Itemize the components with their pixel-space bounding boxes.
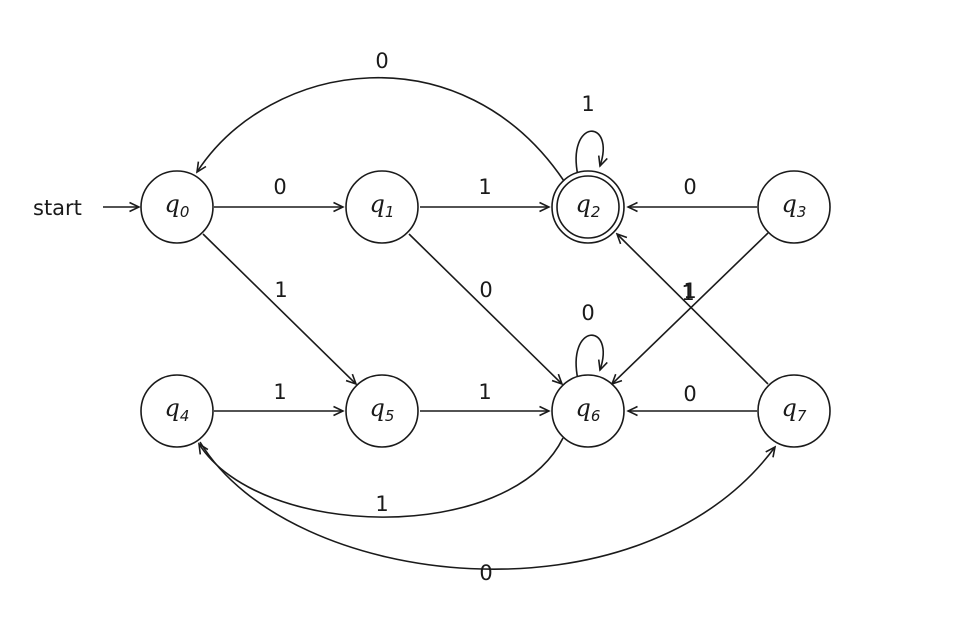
state-q1: q1 [345,170,419,244]
transition-label: 1 [375,492,388,516]
state-q6: q6 [551,374,625,448]
state-circle [345,170,419,244]
transition-q3-q2: 0 [628,175,757,207]
transition-q2-q2: 1 [575,92,603,177]
transition-q0-q5: 1 [202,233,356,384]
state-label: q6 [576,394,601,425]
transition-label: 0 [479,561,492,585]
transition-label: 0 [581,301,594,325]
state-label: q4 [165,394,190,425]
transition-label: 0 [273,175,286,199]
transition-q4-q7: 0 [199,441,775,585]
state-q5: q5 [345,374,419,448]
state-q0: q0 [140,170,214,244]
state-q4: q4 [140,374,214,448]
state-label: q2 [576,190,601,221]
transition-label: 0 [375,49,388,73]
state-label: q5 [370,394,395,425]
state-circle [140,170,214,244]
transition-arrow [202,233,356,384]
state-circle [757,170,831,244]
transition-arrow [199,441,775,570]
transition-q7-q2: 1 [617,234,769,385]
transition-arrow [197,76,565,182]
transition-q5-q6: 1 [420,380,549,411]
state-q2: q2 [551,170,625,244]
transition-arrow [575,334,603,381]
transition-q4-q5: 1 [214,380,343,411]
transition-label: 1 [581,92,594,116]
transition-label: 1 [274,278,287,302]
transition-label: 1 [478,380,491,404]
transition-q3-q6: 1 [612,232,769,384]
transition-q0-q1: 0 [214,175,343,207]
transition-q1-q2: 1 [420,175,549,207]
state-q3: q3 [757,170,831,244]
state-circle [551,374,625,448]
state-label: q7 [782,394,807,425]
transition-label: 0 [683,382,696,406]
state-circle [551,170,625,244]
state-label: q1 [370,190,395,221]
state-circle [757,374,831,448]
start-label: start [33,196,82,220]
state-label: q3 [782,190,807,221]
transition-label: 1 [478,175,491,199]
transition-arrow [575,130,603,177]
transition-label: 0 [479,278,492,302]
transition-label: 1 [273,380,286,404]
transition-arrow [408,233,562,384]
transition-label: 0 [683,175,696,199]
accepting-ring [556,175,620,239]
state-q7: q7 [757,374,831,448]
transition-label: 1 [683,279,696,303]
transition-q7-q6: 0 [628,382,757,411]
transition-q2-q0: 0 [197,49,565,182]
transition-q6-q6: 0 [575,301,603,381]
transition-q1-q6: 0 [408,233,562,384]
transition-arrow [612,232,769,384]
transition-arrow [199,437,564,518]
state-circle [140,374,214,448]
state-circle [345,374,419,448]
transition-label: 1 [681,281,694,305]
state-label: q0 [165,190,190,221]
transition-q6-q4: 1 [199,437,564,518]
transition-arrow [617,234,769,385]
